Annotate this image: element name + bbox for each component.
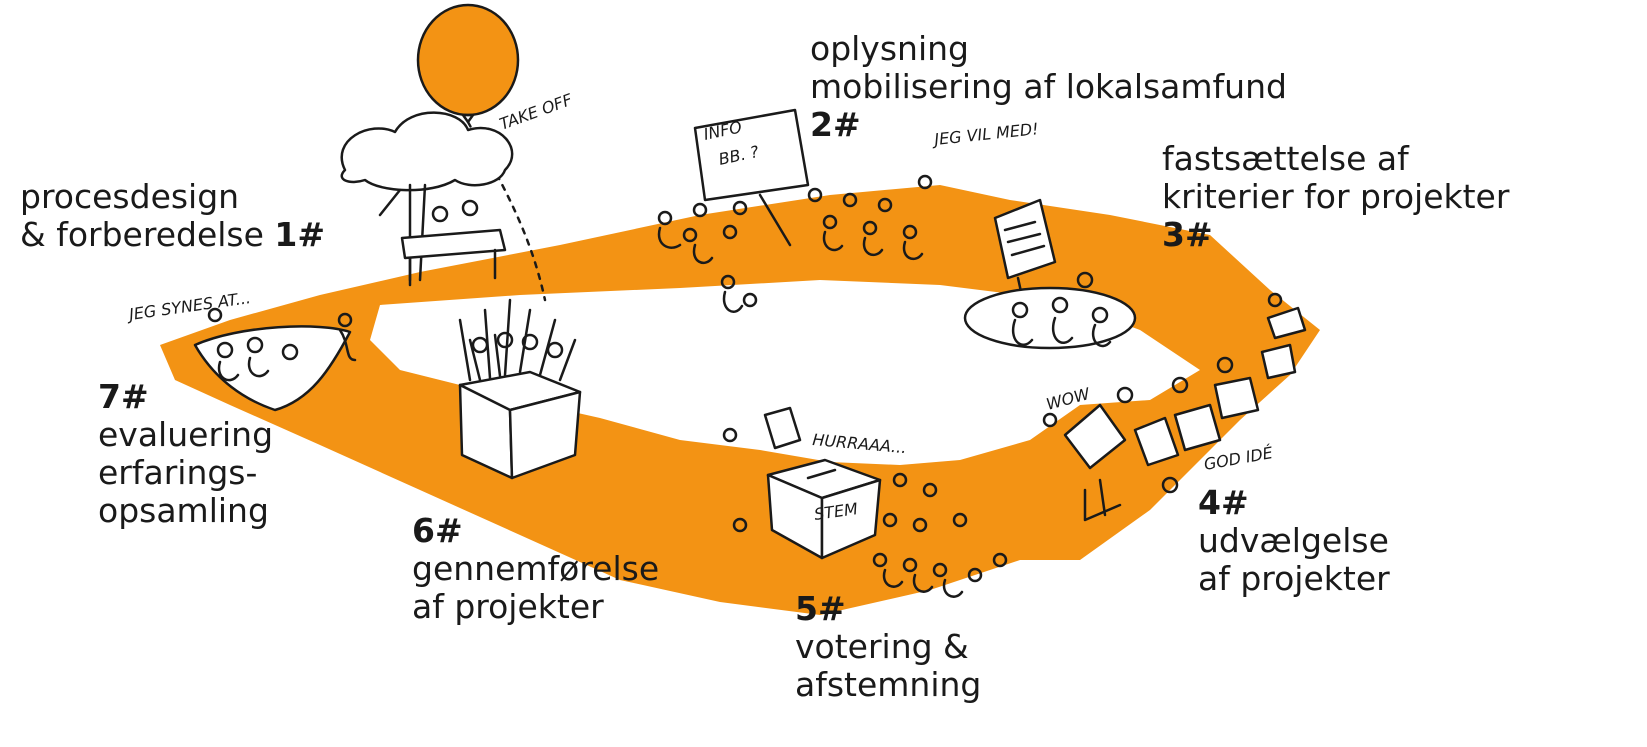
step-7-line-1: evaluering (98, 415, 274, 454)
step-4-number: 4# (1198, 483, 1249, 522)
step-5-line-2: afstemning (795, 665, 982, 704)
tree-table-icon (340, 111, 514, 287)
flipchart-table-icon (963, 198, 1137, 350)
take-off-text: TAKE OFF (497, 90, 576, 134)
step-5-line-1: votering & (795, 627, 969, 666)
jeg-synes-at-text: JEG SYNES AT... (125, 288, 252, 324)
process-loop-band (160, 185, 1320, 615)
step-6-line-2: af projekter (412, 587, 604, 626)
step-6-label: 6# gennemførelse af projekter (412, 512, 659, 626)
step-5-number: 5# (795, 589, 846, 628)
hurraaa-text: HURRAAA... (812, 430, 908, 457)
step-1-line-1: procesdesign (20, 177, 240, 216)
step-7-line-3: opsamling (98, 491, 269, 530)
step-4-line-2: af projekter (1198, 559, 1390, 598)
step-7-line-2: erfarings- (98, 453, 258, 492)
step-5-label: 5# votering & afstemning (795, 590, 981, 704)
step-2-line-1: oplysning (810, 29, 969, 68)
step-1-label: procesdesign & forberedelse 1# (20, 178, 325, 254)
step-2-line-2: mobilisering af lokalsamfund (810, 67, 1287, 106)
god-ide-text: GOD IDÉ (1202, 443, 1275, 474)
presenters-icon: WOW GOD IDÉ (1042, 292, 1307, 522)
step-2-number: 2# (810, 105, 861, 144)
step-3-number: 3# (1162, 215, 1213, 254)
step-3-line-1: fastsættelse af (1162, 139, 1409, 178)
step-7-label: 7# evaluering erfarings- opsamling (98, 378, 273, 530)
step-6-number: 6# (412, 511, 463, 550)
step-6-line-1: gennemførelse (412, 549, 660, 588)
step-4-label: 4# udvælgelse af projekter (1198, 484, 1390, 598)
step-3-line-2: kriterier for projekter (1162, 177, 1510, 216)
step-7-number: 7# (98, 377, 149, 416)
ballot-box-icon: STEM HURRAAA... (722, 406, 1008, 598)
info-sign-crowd-icon: INFO BB. ? JEG VIL MED! (657, 108, 1039, 313)
step-4-line-1: udvælgelse (1198, 521, 1389, 560)
step-1-line-2: & forberedelse 1# (20, 215, 326, 254)
step-3-label: fastsættelse af kriterier for projekter … (1162, 140, 1509, 254)
step-1-number: 1# (274, 215, 326, 254)
step-2-label: oplysning mobilisering af lokalsamfund 2… (810, 30, 1287, 144)
box-celebration-icon (458, 298, 582, 480)
